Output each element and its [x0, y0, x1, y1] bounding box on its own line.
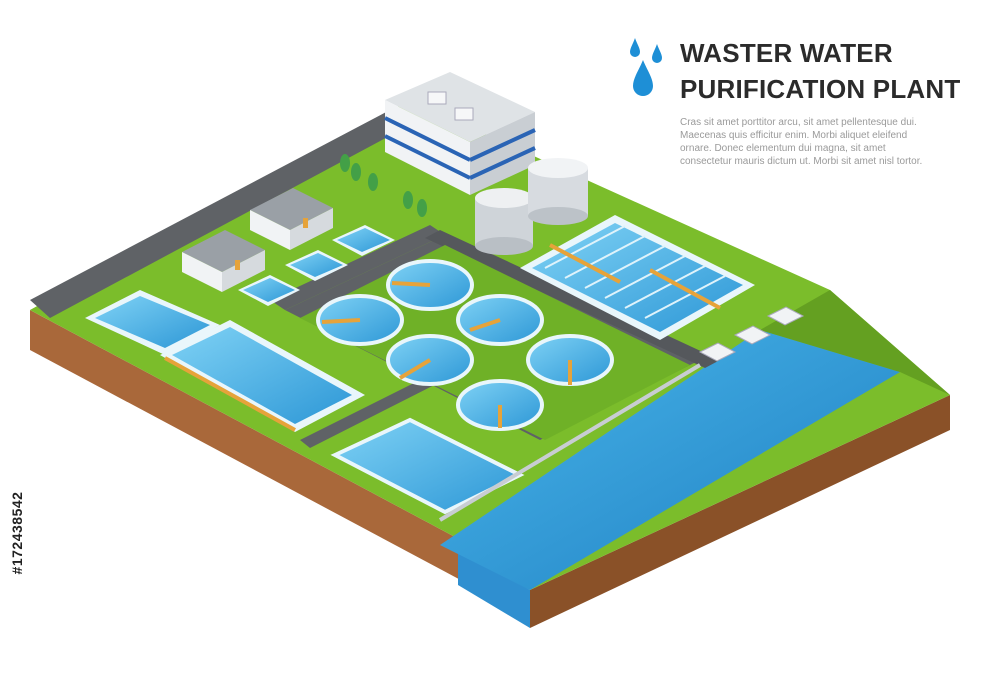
clarifiers [316, 259, 614, 431]
warehouses [182, 188, 333, 292]
title-line-1: WASTER WATER [680, 38, 893, 68]
title-line-2: PURIFICATION PLANT [680, 74, 961, 104]
pipeline [438, 363, 702, 522]
clarifier-bridges [321, 281, 572, 428]
small-pools [238, 225, 395, 306]
trees [340, 154, 427, 217]
office-building [384, 72, 536, 195]
river [440, 330, 900, 590]
stock-id-label: #172438542 [6, 443, 28, 623]
storage-tanks [475, 158, 588, 255]
river-bank [760, 290, 950, 395]
ground-soil [30, 310, 950, 628]
aeration-tanks [520, 215, 755, 340]
pump-stations [698, 306, 805, 362]
sedimentation-basins [85, 290, 365, 432]
water-drops-icon [630, 38, 662, 96]
body-text: Cras sit amet porttitor arcu, sit amet p… [680, 117, 923, 167]
stock-id-text: #172438542 [9, 491, 25, 575]
large-pool [330, 417, 525, 515]
